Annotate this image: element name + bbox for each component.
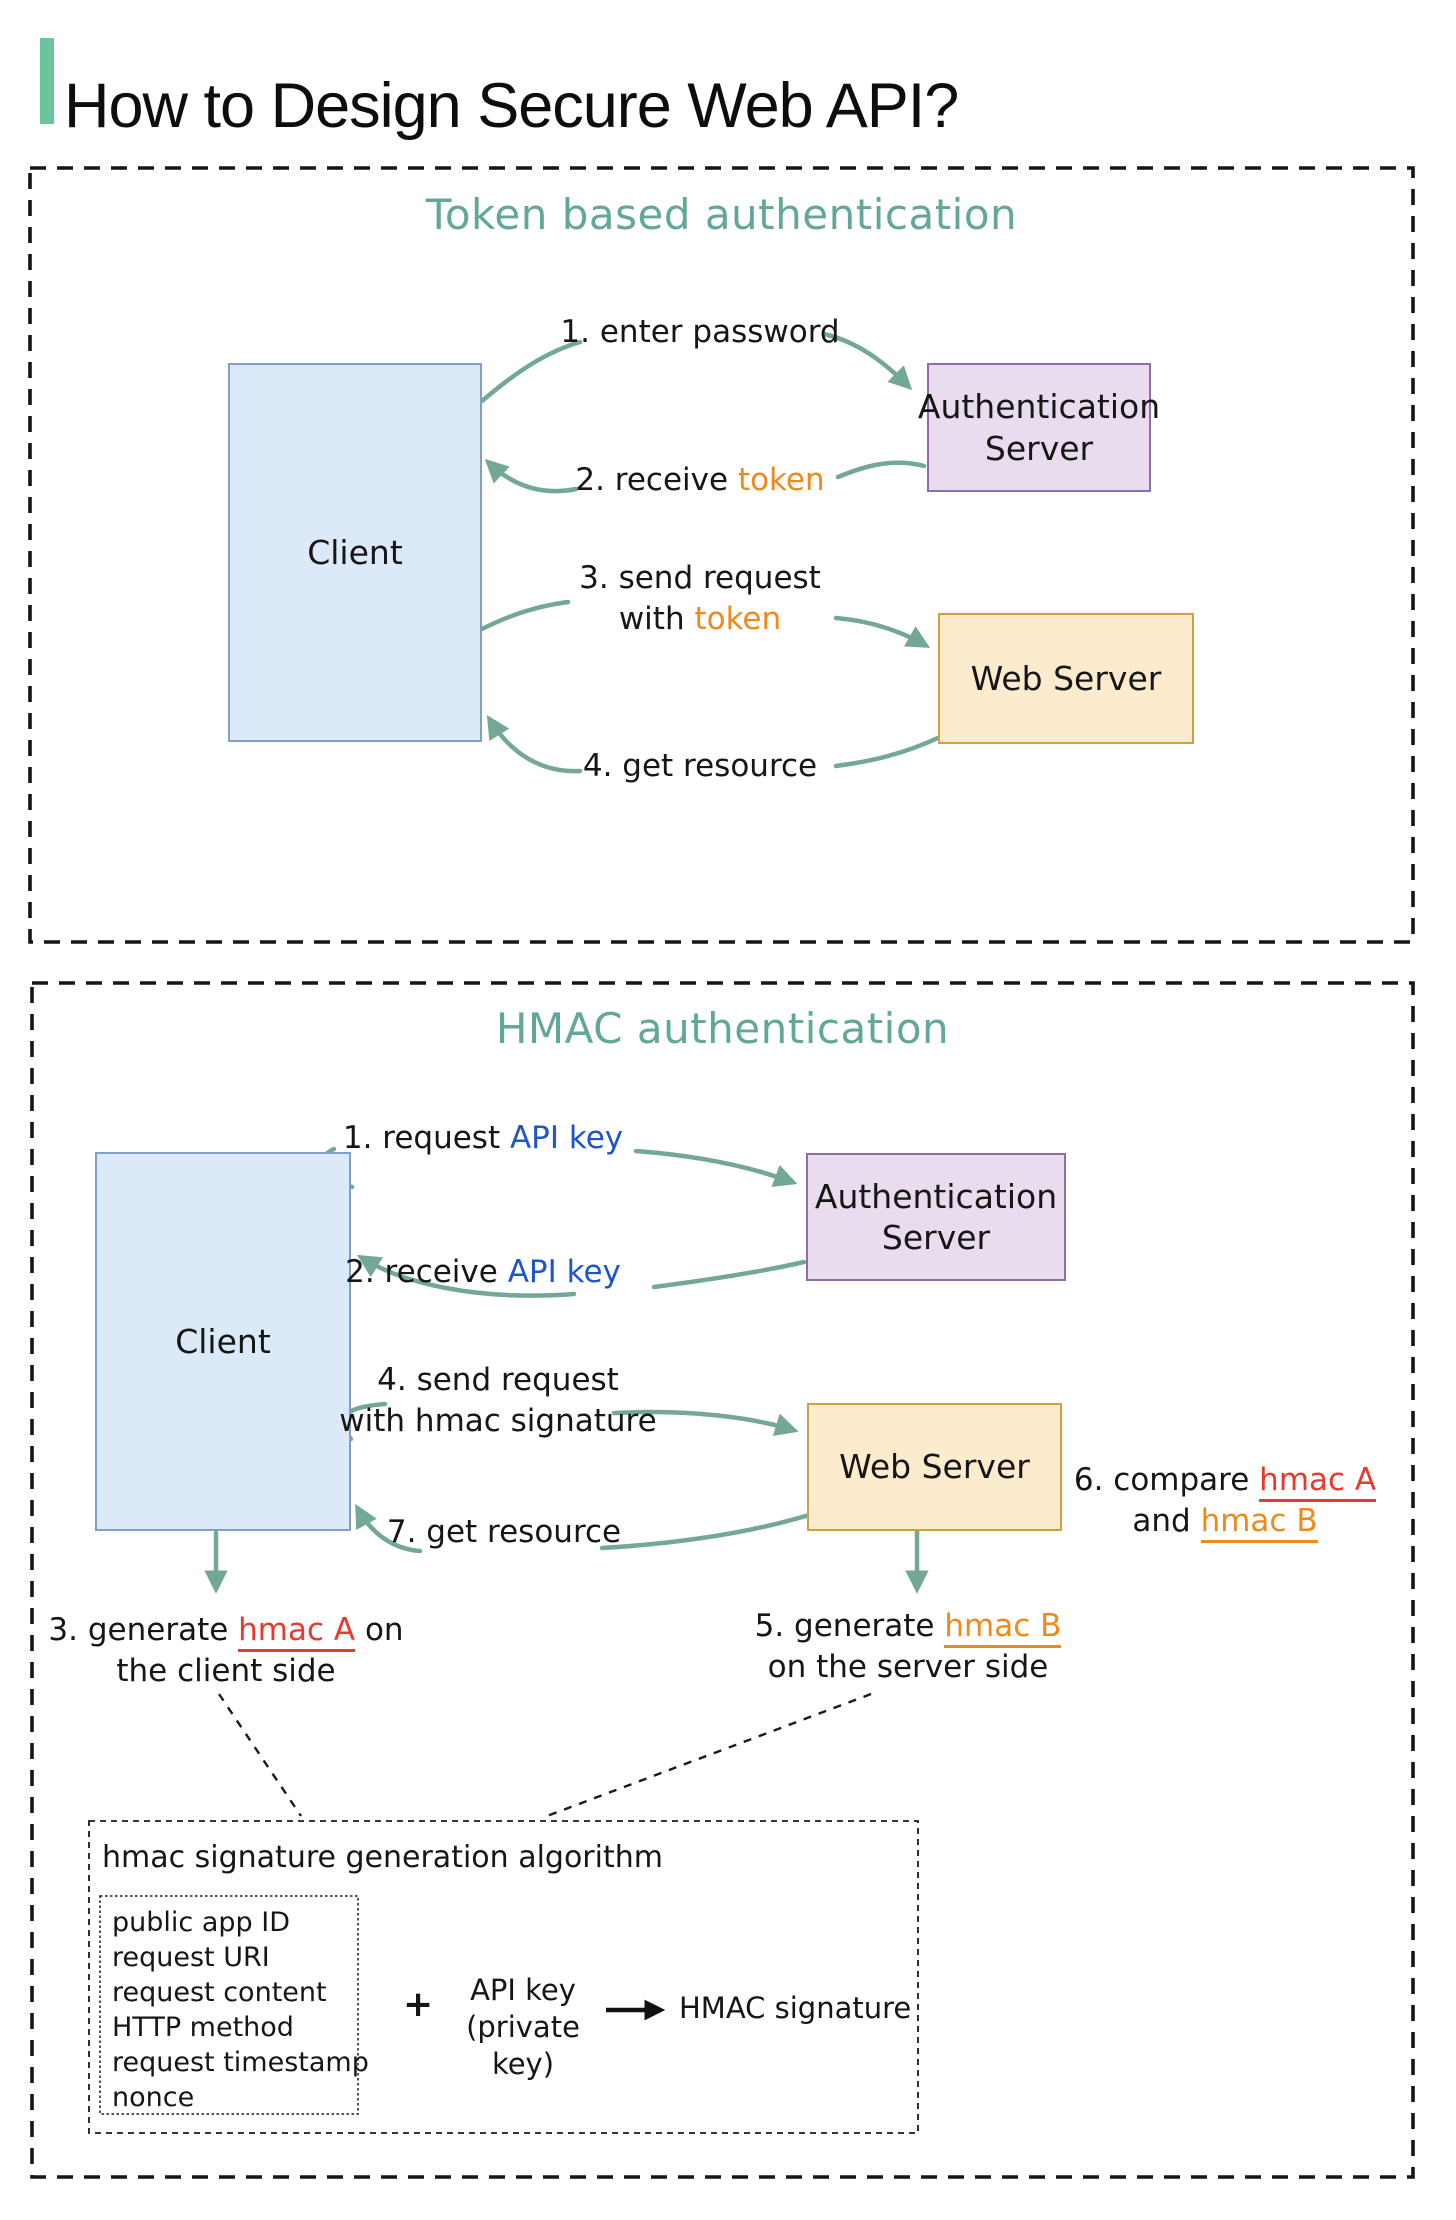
arrow-send-request-token-end bbox=[833, 615, 931, 648]
dotted-link-server-side bbox=[546, 1692, 872, 1818]
hmac-algorithm-box-border bbox=[88, 1820, 919, 2134]
arrow-send-hmac-request-end bbox=[611, 1409, 799, 1437]
hmac-input-item: public app ID bbox=[112, 1907, 290, 1938]
arrow-receive-token-end bbox=[484, 458, 579, 494]
hmac-input-item: nonce bbox=[112, 2082, 195, 2113]
arrow-send-request-token-start bbox=[479, 599, 571, 632]
arrow-receive-token-start bbox=[835, 460, 927, 480]
panel1-client-box: Client bbox=[228, 363, 482, 742]
arrow-get-resource-end bbox=[486, 715, 583, 774]
arrow-receive-apikey-start bbox=[651, 1259, 807, 1290]
arrow-get-resource-start bbox=[833, 734, 943, 769]
panel-hmac-auth-border bbox=[30, 981, 1415, 2179]
hmac-input-item: request timestamp bbox=[112, 2047, 369, 2078]
hmac-input-item: request URI bbox=[112, 1942, 270, 1973]
panel2-client-box: Client bbox=[95, 1152, 351, 1531]
arrow-get-resource2-end bbox=[355, 1503, 423, 1554]
panel1-web-server-box: Web Server bbox=[938, 613, 1194, 744]
panel1-step1-label: 1. enter password bbox=[560, 314, 840, 350]
page-title: How to Design Secure Web API? bbox=[64, 71, 959, 142]
panel2-step1-label: 1. request API key bbox=[342, 1120, 624, 1156]
hmac-box-title: hmac signature generation algorithm bbox=[102, 1840, 663, 1875]
hmac-input-item: HTTP method bbox=[112, 2012, 294, 2043]
hmac-api-key-label: API key (private key) bbox=[466, 1973, 580, 2081]
arrow-get-resource2-start bbox=[599, 1512, 812, 1551]
arrow-enter-password-start bbox=[479, 339, 583, 404]
hmac-input-item: request content bbox=[112, 1977, 327, 2008]
title-accent-bar bbox=[40, 38, 54, 124]
panel1-step2-label: 2. receive token bbox=[575, 462, 825, 498]
dotted-link-client-side bbox=[218, 1693, 302, 1817]
panel1-auth-server-box: Authentication Server bbox=[918, 363, 1160, 492]
panel2-auth-server-box: Authentication Server bbox=[806, 1153, 1066, 1281]
panel1-step4-label: 4. get resource bbox=[582, 748, 818, 784]
panel2-heading: HMAC authentication bbox=[495, 1004, 950, 1053]
panel2-step7-label: 7. get resource bbox=[386, 1514, 622, 1550]
arrow-receive-apikey-end bbox=[357, 1254, 577, 1298]
hmac-plus-sign: + bbox=[403, 1984, 434, 2025]
hmac-signature-output-label: HMAC signature bbox=[679, 1991, 912, 2025]
arrow-enter-password-end bbox=[821, 331, 913, 391]
panel2-step2-label: 2. receive API key bbox=[345, 1254, 621, 1290]
panel-token-auth-border bbox=[28, 166, 1415, 944]
panel2-web-server-box: Web Server bbox=[807, 1403, 1062, 1531]
hmac-inputs-box-border bbox=[99, 1895, 359, 2115]
panel1-heading: Token based authentication bbox=[425, 190, 1018, 239]
arrow-request-apikey-end bbox=[633, 1148, 798, 1187]
